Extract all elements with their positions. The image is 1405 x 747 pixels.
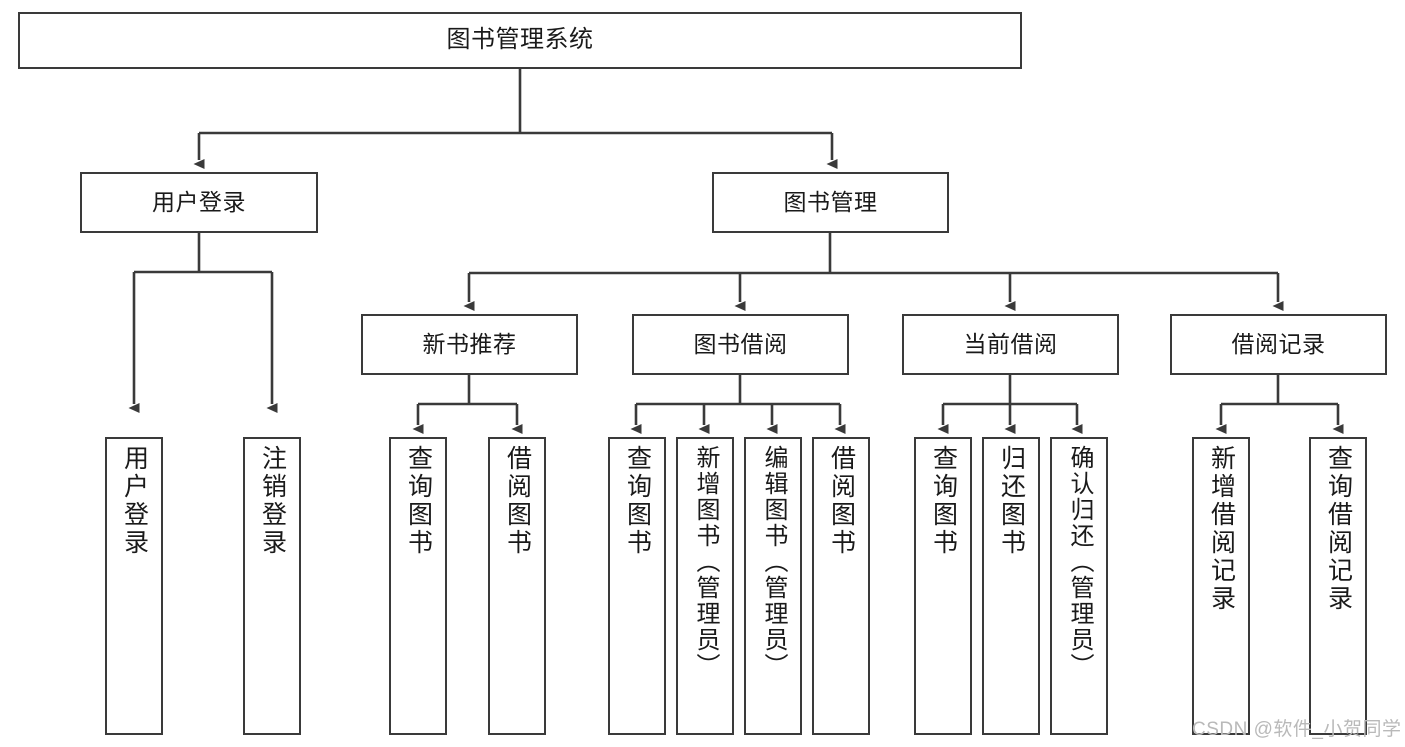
node-label: 图书借阅 bbox=[693, 330, 788, 357]
leaf-borrow-book[interactable]: 借阅图书 bbox=[812, 437, 870, 735]
node-book-borrowing[interactable]: 图书借阅 bbox=[632, 314, 849, 375]
node-new-book-recommendation[interactable]: 新书推荐 bbox=[361, 314, 578, 375]
node-label: 新书推荐 bbox=[422, 330, 517, 357]
node-label: 注销登录 bbox=[258, 445, 287, 557]
node-label: 用户登录 bbox=[152, 188, 246, 215]
leaf-return-book[interactable]: 归还图书 bbox=[982, 437, 1040, 735]
node-label: 查询图书 bbox=[404, 445, 433, 557]
node-label: 借阅记录 bbox=[1231, 330, 1326, 357]
leaf-add-book-admin[interactable]: 新增图书（管理员） bbox=[676, 437, 734, 735]
node-label: 图书管理系统 bbox=[446, 26, 594, 54]
node-label: 确认归还（管理员） bbox=[1066, 445, 1093, 679]
node-label: 编辑图书（管理员） bbox=[760, 445, 787, 679]
node-label: 借阅图书 bbox=[827, 445, 856, 557]
leaf-logout[interactable]: 注销登录 bbox=[243, 437, 301, 735]
node-current-borrowing[interactable]: 当前借阅 bbox=[902, 314, 1119, 375]
leaf-query-book-recommend[interactable]: 查询图书 bbox=[389, 437, 447, 735]
leaf-query-borrow-record[interactable]: 查询借阅记录 bbox=[1309, 437, 1367, 735]
node-label: 借阅图书 bbox=[503, 445, 532, 557]
node-label: 用户登录 bbox=[120, 445, 149, 557]
node-root-system[interactable]: 图书管理系统 bbox=[18, 12, 1022, 69]
leaf-user-login[interactable]: 用户登录 bbox=[105, 437, 163, 735]
node-label: 查询图书 bbox=[929, 445, 958, 557]
node-label: 当前借阅 bbox=[963, 330, 1058, 357]
leaf-borrow-book-recommend[interactable]: 借阅图书 bbox=[488, 437, 546, 735]
leaf-query-book-borrow[interactable]: 查询图书 bbox=[608, 437, 666, 735]
node-user-login[interactable]: 用户登录 bbox=[80, 172, 318, 233]
node-label: 新增图书（管理员） bbox=[692, 445, 719, 679]
leaf-confirm-return-admin[interactable]: 确认归还（管理员） bbox=[1050, 437, 1108, 735]
node-label: 归还图书 bbox=[997, 445, 1026, 557]
node-label: 新增借阅记录 bbox=[1207, 445, 1236, 613]
node-label: 查询图书 bbox=[623, 445, 652, 557]
watermark: CSDN @软件_小贺同学 bbox=[1192, 719, 1402, 740]
leaf-edit-book-admin[interactable]: 编辑图书（管理员） bbox=[744, 437, 802, 735]
node-label: 图书管理 bbox=[783, 188, 878, 215]
node-borrow-record[interactable]: 借阅记录 bbox=[1170, 314, 1387, 375]
node-label: 查询借阅记录 bbox=[1324, 445, 1353, 613]
leaf-add-borrow-record[interactable]: 新增借阅记录 bbox=[1192, 437, 1250, 735]
node-book-management[interactable]: 图书管理 bbox=[712, 172, 949, 233]
leaf-query-book-current[interactable]: 查询图书 bbox=[914, 437, 972, 735]
